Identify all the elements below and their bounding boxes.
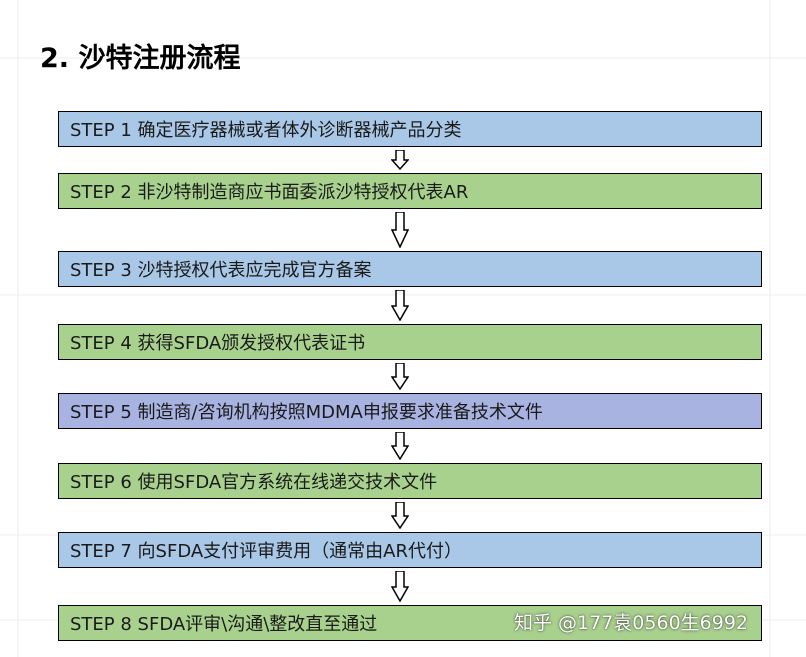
page-title: 2. 沙特注册流程	[40, 43, 241, 74]
step-3-box: STEP 3 沙特授权代表应完成官方备案	[58, 251, 762, 287]
down-arrow-icon	[391, 363, 409, 390]
down-arrow-icon	[391, 571, 409, 602]
step-1-box: STEP 1 确定医疗器械或者体外诊断器械产品分类	[58, 111, 762, 147]
watermark: 知乎 @177袁0560生6992	[514, 612, 749, 634]
step-7-box: STEP 7 向SFDA支付评审费用（通常由AR代付）	[58, 532, 762, 568]
down-arrow-icon	[391, 150, 409, 170]
step-5-box: STEP 5 制造商/咨询机构按照MDMA申报要求准备技术文件	[58, 393, 762, 429]
step-2-box: STEP 2 非沙特制造商应书面委派沙特授权代表AR	[58, 173, 762, 209]
down-arrow-icon	[391, 502, 409, 529]
step-6-box: STEP 6 使用SFDA官方系统在线递交技术文件	[58, 463, 762, 499]
step-4-box: STEP 4 获得SFDA颁发授权代表证书	[58, 324, 762, 360]
step-8-box: STEP 8 SFDA评审\沟通\整改直至通过	[58, 605, 762, 641]
down-arrow-icon	[391, 290, 409, 321]
down-arrow-icon	[391, 212, 409, 248]
down-arrow-icon	[391, 432, 409, 460]
